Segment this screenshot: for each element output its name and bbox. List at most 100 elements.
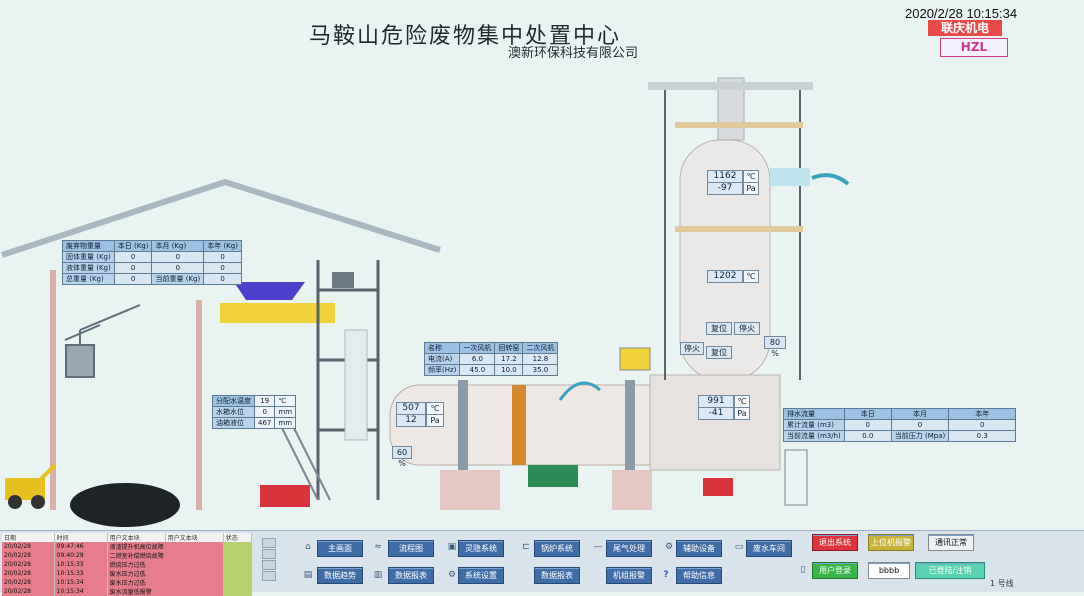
log-status [223,569,253,578]
log-header: 用户文本块 [107,533,166,542]
chute [344,329,368,441]
water-col-1: 本日 [843,408,892,420]
burner2-reset-button[interactable]: 复位 [706,346,732,359]
alarm-log[interactable]: 日期 时间 用户文本块 用户文本块 状态 20/02/28 09:47:46 液… [2,533,253,596]
table-cell: 0 [151,262,205,274]
burner1-damper-value: 80 % [764,336,786,358]
burner2-stop-button[interactable]: 停火 [680,342,704,355]
log-row[interactable]: 20/02/28 10:15:33 废水压力过低 [2,569,253,578]
aux-equipment-button[interactable]: 辅助设备 [676,540,722,557]
unit-alarm-button[interactable]: 机组报警 [606,567,652,584]
flow-icon: ≈ [374,542,382,552]
data-report-button-2[interactable]: 数据报表 [534,567,580,584]
main-screen-button[interactable]: 主画面 [317,540,363,557]
feeder-motor [332,272,354,288]
water-col-0: 排水流量 [783,408,845,420]
wastewater-button[interactable]: 废水车间 [746,540,792,557]
loader-icon [5,463,57,509]
aux-icon: ⚙ [664,542,674,552]
table-cell: 0 [948,419,1017,431]
table-cell: ℃ [274,395,297,407]
waste-col-3: 本年 (Kg) [203,240,242,252]
log-row[interactable]: 20/02/28 10:15:34 废水压力过低 [2,578,253,587]
rotation-arrow [558,381,602,401]
boiler-system-button[interactable]: 锅炉系统 [534,540,580,557]
login-status-button[interactable]: 已登陆/注销 [915,562,985,579]
tower-mid-temp-unit: ℃ [743,270,759,283]
log-scroll-button[interactable] [262,538,276,548]
log-date: 20/02/28 [2,587,55,596]
comm-status: 通讯正常 [928,534,974,551]
table-cell: 液体重量 (Kg) [62,262,115,274]
tower-base [649,374,781,471]
table-cell: 12.8 [522,353,559,365]
stairs [277,419,331,501]
log-scroll-controls[interactable] [262,538,276,586]
tower-bottom-pressure: -41 [698,407,734,420]
feeder-belt [220,303,335,323]
flowchart-button[interactable]: 流程图 [388,540,434,557]
kiln-ring-1 [458,380,468,470]
plc-alarm-button[interactable]: 上位机报警 [868,534,914,551]
log-scroll-button[interactable] [262,549,276,559]
table-cell: 0 [253,406,276,418]
settings-icon: ⚙ [447,570,457,580]
exhaust-treatment-button[interactable]: 尾气处理 [606,540,652,557]
help-icon: ? [663,570,669,580]
log-row[interactable]: 20/02/28 10:15:33 燃烧压力过低 [2,560,253,569]
kiln-pressure-unit: Pa [426,414,444,427]
log-time: 10:15:33 [54,569,108,578]
log-row[interactable]: 20/02/28 09:47:46 液渣提升机高位故障 [2,542,253,551]
home-icon: ⌂ [305,542,311,552]
waste-col-1: 本日 (Kg) [113,240,153,252]
line-status: 1 号线 [990,579,1014,588]
table-cell: 45.0 [459,364,496,376]
blower-1 [619,347,651,371]
data-report-button[interactable]: 数据报表 [388,567,434,584]
log-text: 废水流量低报警 [107,587,224,596]
data-trend-button[interactable]: 数据趋势 [317,567,363,584]
table-cell: 0 [113,273,153,285]
waste-weight-table: 废弃物重量 本日 (Kg) 本月 (Kg) 本年 (Kg) 固体重量 (Kg) … [62,240,242,285]
crane-icon [64,304,141,378]
help-info-button[interactable]: 帮助信息 [676,567,722,584]
chimney-cap [648,82,813,90]
table-cell: 10.0 [494,364,524,376]
table-cell: 0 [113,262,153,274]
table-cell: 0 [203,273,242,285]
burner1-stop-button[interactable]: 停火 [734,322,760,335]
exit-system-button[interactable]: 退出系统 [812,534,858,551]
log-scroll-button[interactable] [262,560,276,570]
feeder-hopper [234,282,305,300]
tower-top-pressure: -97 [707,182,743,195]
process-diagram [1,77,850,527]
waste-col-0: 废弃物重量 [62,240,115,252]
log-status [223,578,253,587]
log-header: 用户文本块 [165,533,224,542]
log-time: 10:15:34 [54,578,108,587]
table-cell: 0 [890,419,950,431]
log-scroll-button[interactable] [262,571,276,581]
fan-col-3: 二次风机 [522,342,559,354]
log-header: 状态 [223,533,253,542]
datetime: 2020/2/28 10:15:34 [905,6,1018,21]
burner1-reset-button[interactable]: 复位 [706,322,732,335]
brick-support-2 [612,470,652,510]
platform-2 [675,226,803,232]
table-cell: 固体重量 (Kg) [62,251,115,263]
table-cell: 频率(Hz) [423,364,461,376]
table-cell: 17.2 [494,353,524,365]
log-date: 20/02/28 [2,551,55,560]
water-flow-table: 排水流量 本日 本月 本年 累计流量 (m3) 0 0 0 当前流量 (m3/h… [783,408,1017,442]
log-row[interactable]: 20/02/28 10:15:34 废水流量低报警 [2,587,253,596]
log-row[interactable]: 20/02/28 09:40:29 二燃室补偿燃烧故障 [2,551,253,560]
fan-col-1: 一次风机 [459,342,496,354]
table-cell: mm [274,406,297,418]
system-settings-button[interactable]: 系统设置 [458,567,504,584]
user-login-button[interactable]: 用户登录 [812,562,858,579]
warehouse-roof [1,178,441,258]
system-button[interactable]: 灵隐系统 [458,540,504,557]
log-header: 时间 [54,533,108,542]
table-cell: 467 [253,417,276,429]
blower-2 [260,485,310,507]
